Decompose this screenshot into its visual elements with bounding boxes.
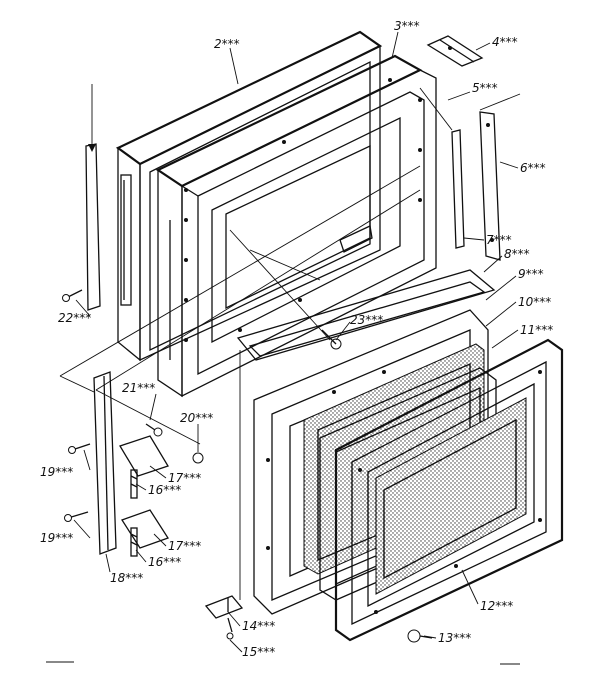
label-12: 12***	[480, 599, 513, 613]
label-17-upper: 17***	[168, 471, 201, 485]
label-7: 7***	[486, 233, 512, 247]
screw-21	[145, 423, 163, 437]
label-16-lower: 16***	[148, 555, 181, 569]
hinge-assembly	[93, 371, 169, 557]
knob-13	[407, 629, 433, 643]
label-2: 2***	[214, 37, 240, 51]
screw-19-lower	[64, 511, 89, 522]
screw-20	[192, 452, 204, 464]
label-10: 10***	[518, 295, 551, 309]
door-gasket	[236, 269, 496, 361]
label-18: 18***	[110, 571, 143, 585]
label-19-upper: 19***	[40, 465, 73, 479]
label-4: 4***	[492, 35, 518, 49]
screw-19-upper	[68, 443, 91, 454]
outer-door-frame	[115, 30, 383, 362]
hinge-strip-right	[479, 111, 501, 261]
outer-window-frame	[334, 338, 564, 642]
screw-23	[321, 329, 342, 350]
label-21: 21***	[122, 381, 155, 395]
label-16-upper: 16***	[148, 483, 181, 497]
label-22: 22***	[58, 311, 91, 325]
label-15: 15***	[242, 645, 275, 659]
label-19-lower: 19***	[40, 531, 73, 545]
label-13: 13***	[438, 631, 471, 645]
screw-22	[62, 289, 83, 302]
label-8: 8***	[504, 247, 530, 261]
alignment-lines	[59, 87, 521, 600]
hinge-strip-left	[451, 129, 465, 249]
leader-lines	[73, 31, 519, 653]
scan-marks	[46, 661, 520, 665]
label-17-lower: 17***	[168, 539, 201, 553]
label-3: 3***	[394, 19, 420, 33]
label-9: 9***	[518, 267, 544, 281]
label-23: 23***	[350, 313, 383, 327]
part-labels: 2*** 3*** 4*** 5*** 6*** 7*** 8*** 9*** …	[40, 19, 553, 659]
label-6: 6***	[520, 161, 546, 175]
inner-door-panel	[155, 54, 437, 398]
label-14: 14***	[242, 619, 275, 633]
label-11: 11***	[520, 323, 553, 337]
bottom-hinge-plate	[204, 595, 244, 640]
label-20: 20***	[180, 411, 213, 425]
label-5: 5***	[472, 81, 498, 95]
left-trim-strip	[85, 84, 101, 311]
top-hinge-bracket	[426, 35, 484, 67]
